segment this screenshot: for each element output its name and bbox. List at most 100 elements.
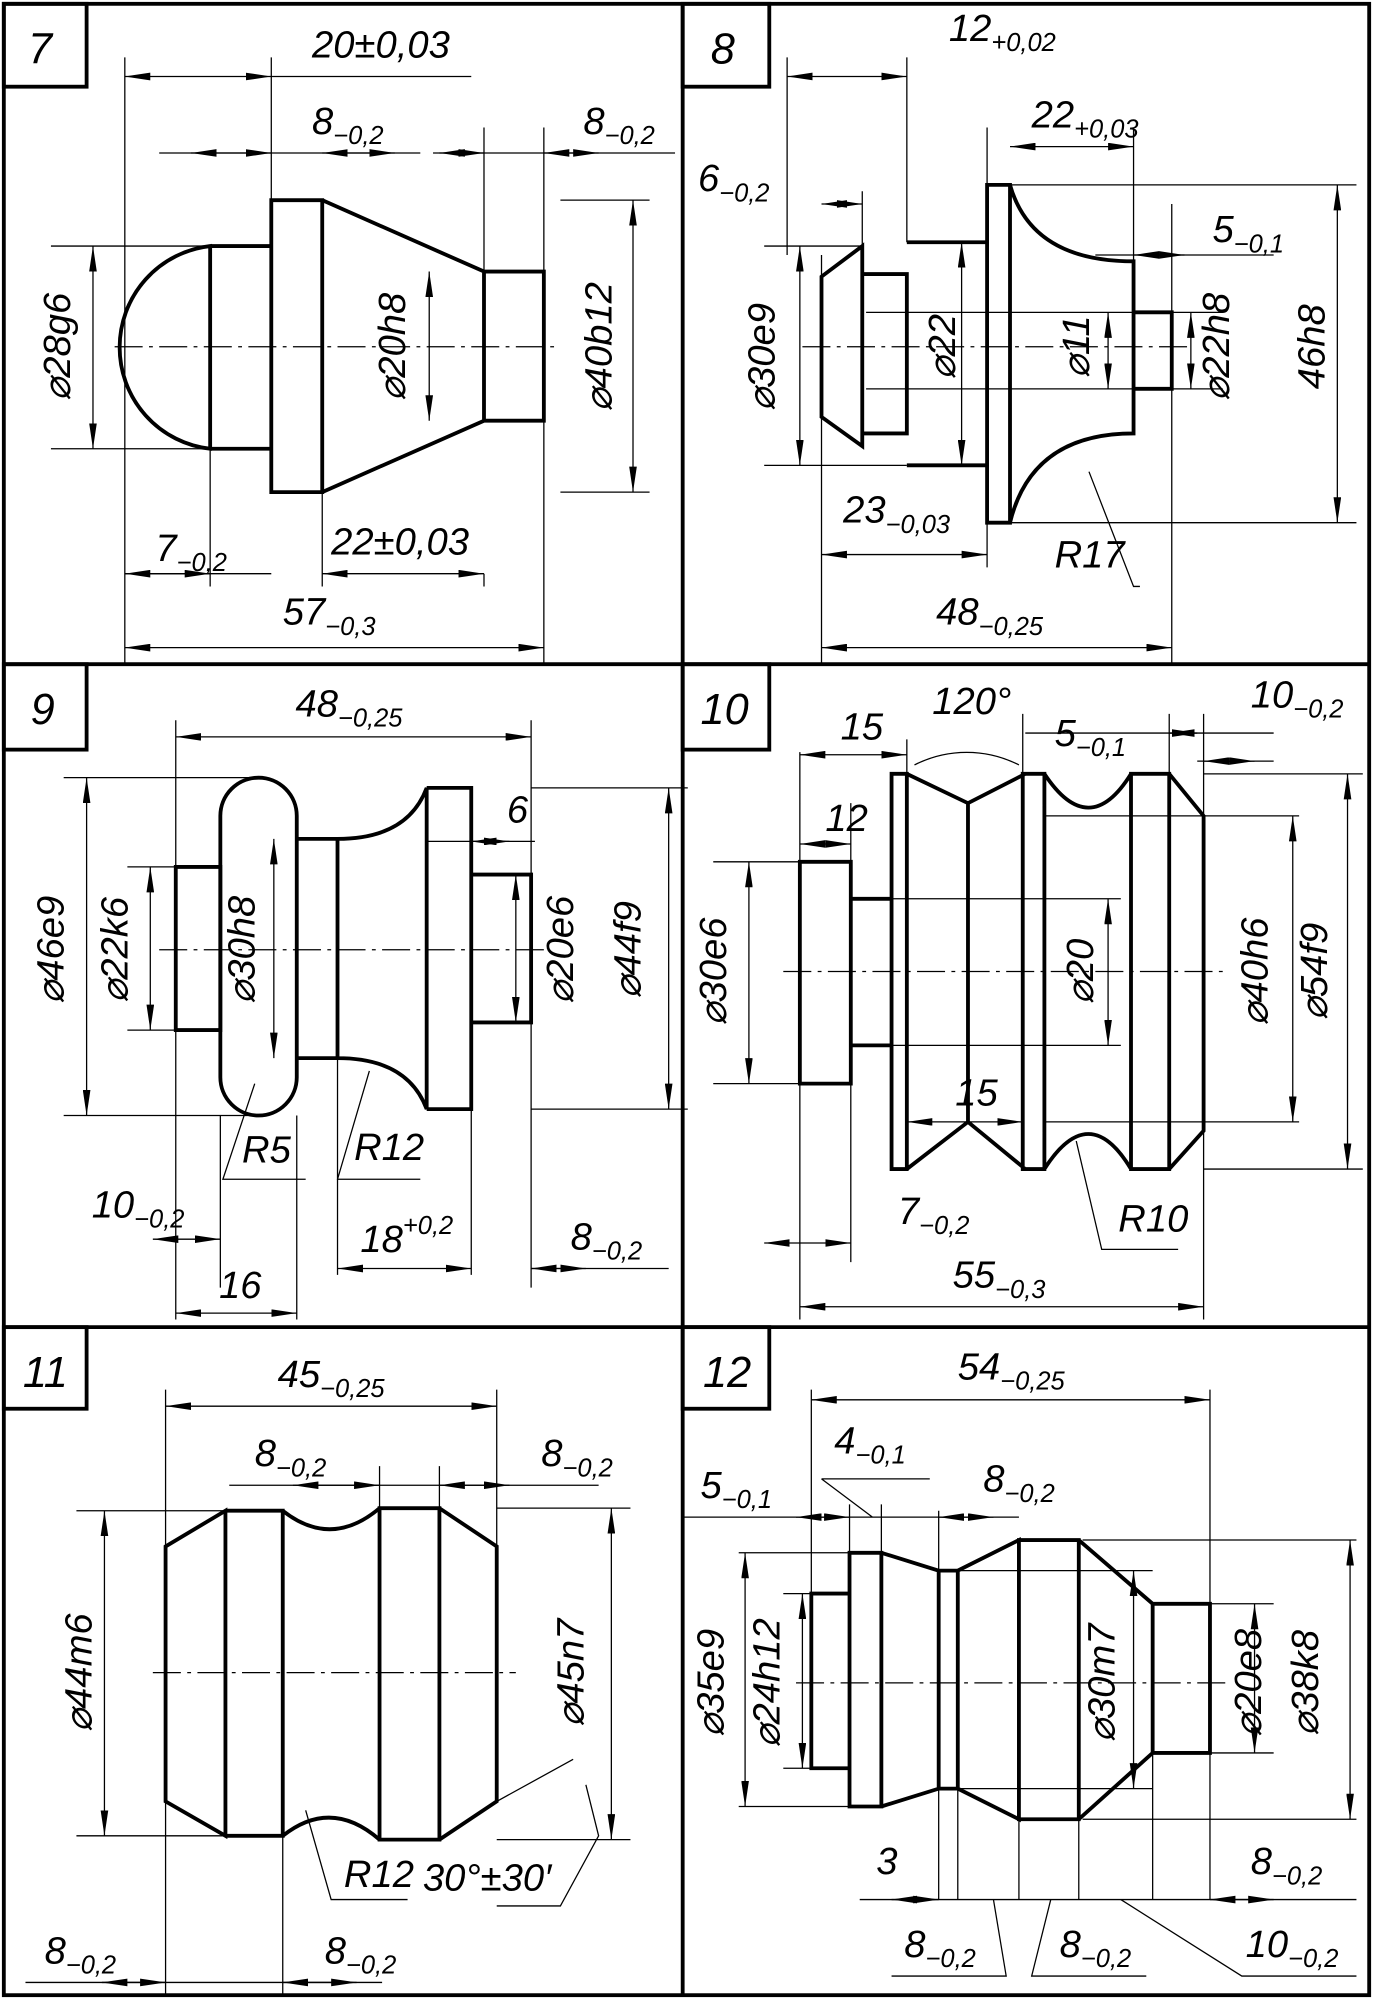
dimension-value: 4 <box>834 1419 855 1462</box>
dimension-value: 7 <box>898 1190 921 1233</box>
dimension-value: 20±0,03 <box>311 23 450 66</box>
dimension-label: 16 <box>219 1264 262 1307</box>
dimension-label: ⌀40b12 <box>577 282 620 411</box>
dimension-value: ⌀20e8 <box>1227 1628 1270 1737</box>
dimension-value: 8 <box>1251 1840 1273 1883</box>
dimension-label: R10 <box>1118 1198 1188 1241</box>
dimension-label: 23−0,03 <box>842 489 950 539</box>
tolerance-value: −0,2 <box>1005 1480 1055 1508</box>
part-11-dimensions <box>25 1389 631 1996</box>
tolerance-value: +0,2 <box>403 1212 453 1240</box>
dimension-value: 10 <box>1246 1923 1288 1966</box>
dimension-label: 8−0,2 <box>571 1215 643 1265</box>
dimension-value: 10 <box>92 1183 134 1226</box>
dimension-label: 12 <box>825 797 867 840</box>
dimension-label: 55−0,3 <box>953 1254 1046 1304</box>
dimension-label: ⌀44f9 <box>607 901 650 998</box>
dimension-value: 6 <box>507 788 529 831</box>
dimension-label: 15 <box>955 1071 998 1114</box>
dimension-label: 48−0,25 <box>936 591 1044 641</box>
dimension-label: R5 <box>242 1129 292 1172</box>
tolerance-value: −0,1 <box>722 1486 772 1514</box>
dimension-value: R12 <box>354 1126 424 1169</box>
dimension-label: R12 <box>344 1853 414 1896</box>
dimension-label: ⌀30e6 <box>692 917 735 1026</box>
dimension-label: R12 <box>354 1126 424 1169</box>
dimension-value: 15 <box>841 705 884 748</box>
dimension-label: ⌀28g6 <box>36 292 79 401</box>
dimension-label: 8−0,2 <box>255 1432 327 1482</box>
dimension-value: ⌀20e6 <box>539 895 582 1004</box>
tolerance-value: −0,25 <box>338 705 403 733</box>
dimension-value: ⌀20 <box>1059 939 1102 1005</box>
dimension-label: 8−0,2 <box>325 1929 397 1979</box>
panel-number-box-9: 9 <box>1 662 89 752</box>
dimension-value: 22±0,03 <box>330 521 469 564</box>
dimension-value: 23 <box>842 489 885 532</box>
dimension-label: 10−0,2 <box>1251 674 1344 724</box>
dimension-label: ⌀24h12 <box>745 1618 788 1747</box>
dimension-label: 3 <box>876 1840 897 1883</box>
dimension-label: ⌀30e9 <box>740 303 783 411</box>
panel-number-box-11: 11 <box>1 1325 89 1411</box>
dimension-value: ⌀44m6 <box>58 1613 101 1732</box>
dimension-value: 8 <box>583 100 605 143</box>
dimension-label: 5−0,1 <box>701 1464 773 1514</box>
dimension-value: 5 <box>1055 712 1077 755</box>
dimension-value: ⌀30e9 <box>740 303 783 411</box>
dimension-value: 8 <box>1060 1923 1082 1966</box>
tolerance-value: −0,2 <box>592 1238 642 1266</box>
dimension-label: ⌀54f9 <box>1293 923 1336 1020</box>
dimension-label: 8−0,2 <box>312 100 384 150</box>
dimension-value: ⌀38k8 <box>1284 1629 1327 1736</box>
dimension-value: ⌀30h8 <box>221 895 264 1004</box>
dimension-value: 5 <box>701 1464 723 1507</box>
dimension-value: 12 <box>949 7 991 50</box>
dimension-label: 8−0,2 <box>1251 1840 1323 1890</box>
dimension-label: 8−0,2 <box>541 1432 613 1482</box>
dimension-label: 6−0,2 <box>698 157 770 207</box>
dimension-label: 54−0,25 <box>958 1345 1066 1395</box>
tolerance-value: −0,1 <box>1076 734 1126 762</box>
dimension-value: 12 <box>825 797 867 840</box>
dimension-label: 7−0,2 <box>155 527 227 577</box>
tolerance-value: −0,2 <box>1081 1945 1131 1973</box>
part-9-dimensions <box>63 720 688 1320</box>
part-11-outline <box>152 1506 516 1842</box>
dimension-value: 8 <box>571 1215 593 1258</box>
tolerance-value: −0,2 <box>1293 696 1343 724</box>
dimension-label: 4−0,1 <box>834 1419 906 1469</box>
svg-text:9: 9 <box>31 686 55 734</box>
dimension-label: 45−0,25 <box>278 1353 386 1403</box>
dimension-value: 48 <box>295 682 338 725</box>
tolerance-value: −0,2 <box>276 1454 326 1482</box>
part-9-outline <box>159 775 548 1118</box>
dimension-label: ⌀22k6 <box>93 896 136 1003</box>
tolerance-value: −0,2 <box>1272 1862 1322 1890</box>
panel-number-box-10: 10 <box>680 662 772 752</box>
dimension-value: 8 <box>983 1458 1005 1501</box>
svg-text:11: 11 <box>23 1349 68 1397</box>
tolerance-value: −0,3 <box>995 1276 1045 1304</box>
dimension-label: 20±0,03 <box>311 23 450 66</box>
dimension-label: R17 <box>1055 533 1127 576</box>
part-12-dimensions <box>683 1389 1357 1977</box>
dimension-value: ⌀30m7 <box>1080 1622 1123 1742</box>
dimension-label: 8−0,2 <box>1060 1923 1132 1973</box>
tolerance-value: +0,03 <box>1074 116 1138 144</box>
tolerance-value: −0,2 <box>66 1951 116 1979</box>
dimension-label: ⌀35e9 <box>689 1629 732 1737</box>
dimension-value: ⌀40b12 <box>577 282 620 411</box>
dimension-value: 18 <box>360 1218 403 1261</box>
dimension-value: 22 <box>1031 93 1074 136</box>
dimension-label: ⌀20e6 <box>539 895 582 1004</box>
dimension-label: 30°±30′ <box>423 1857 553 1900</box>
dimension-label: 48−0,25 <box>295 682 403 732</box>
dimension-value: 6 <box>698 157 720 200</box>
dimension-label: 5−0,1 <box>1213 208 1285 258</box>
dimension-value: 46h8 <box>1291 303 1334 389</box>
dimension-label: 8−0,2 <box>983 1458 1055 1508</box>
dimension-value: 8 <box>312 100 334 143</box>
